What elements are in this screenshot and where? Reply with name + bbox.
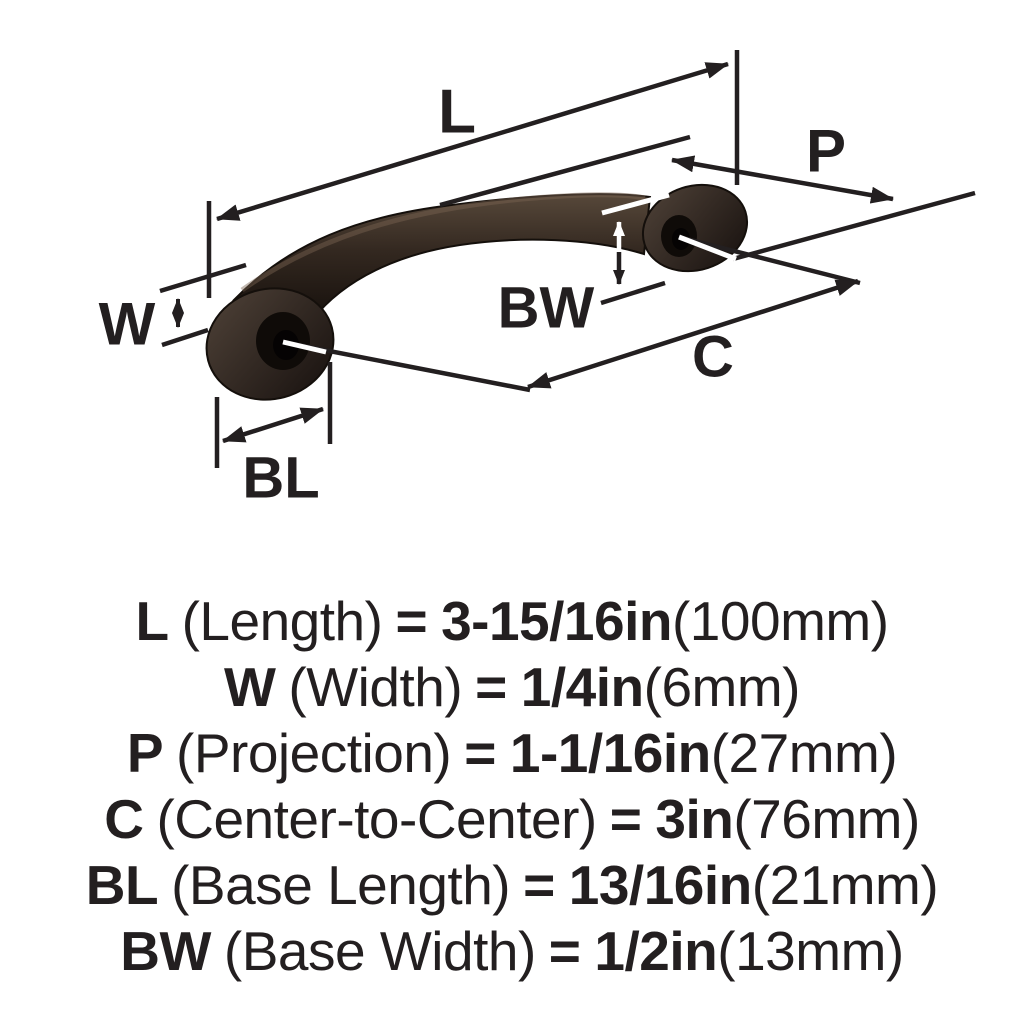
spec-row-width: W(Width)=1/4in(6mm) [0,654,1024,720]
spec-symbol: P [126,722,164,784]
spec-value: 1/2in [594,920,718,982]
spec-value: 3-15/16in [441,590,672,652]
bl-dimension-line [222,406,324,444]
spec-equals: = [464,722,496,784]
label-base-length: BL [242,446,319,511]
spec-symbol: C [104,788,144,850]
spec-row-center-to-center: C(Center-to-Center)=3in(76mm) [0,786,1024,852]
spec-name: (Projection) [176,722,452,784]
dimension-w [159,262,247,348]
label-center-to-center: C [692,325,734,390]
spec-name: (Length) [181,590,383,652]
spec-name: (Base Width) [223,920,536,982]
spec-metric: (27mm) [710,722,898,784]
dimension-labels: L P W BW C BL [99,78,846,511]
bw-tick-upper-white [601,192,670,216]
p-extension-upper [439,134,691,208]
spec-metric: (100mm) [671,590,889,652]
spec-name: (Center-to-Center) [156,788,597,850]
label-base-width: BW [498,276,595,341]
label-length: L [438,78,476,147]
spec-symbol: BL [85,854,159,916]
spec-equals: = [523,854,555,916]
spec-metric: (13mm) [717,920,904,982]
label-width: W [99,291,156,358]
spec-row-base-width: BW(Base Width)=1/2in(13mm) [0,918,1024,984]
c-leader-left-white [282,339,327,355]
c-leader-right-white [678,234,737,262]
label-projection: P [806,118,846,185]
spec-value: 3in [655,788,734,850]
spec-symbol: BW [120,920,211,982]
spec-row-base-length: BL(Base Length)=13/16in(21mm) [0,852,1024,918]
spec-equals: = [609,788,642,850]
c-leader-right [678,234,861,286]
spec-equals: = [548,920,581,982]
spec-equals: = [475,656,507,718]
spec-equals: = [395,590,428,652]
dimension-bl [214,362,333,468]
handle-diagram-svg: L P W BW C BL [99,50,976,511]
spec-name: (Width) [288,656,463,718]
spec-row-length: L(Length)=3-15/16in(100mm) [0,588,1024,654]
spec-symbol: W [224,656,276,718]
spec-metric: (76mm) [733,788,920,850]
c-dimension-line [527,278,859,390]
p-extension-lower [732,190,976,262]
spec-symbol: L [135,590,169,652]
dimension-p [439,134,976,262]
p-dimension-line [671,155,894,204]
spec-metric: (6mm) [643,656,801,718]
l-dimension-line [216,61,729,222]
dimension-spec-list: L(Length)=3-15/16in(100mm) W(Width)=1/4i… [0,588,1024,984]
bw-tick-lower [600,280,666,306]
spec-value: 13/16in [568,854,753,916]
spec-row-projection: P(Projection)=1-1/16in(27mm) [0,720,1024,786]
spec-value: 1-1/16in [509,722,711,784]
white-overlays [282,192,737,355]
spec-metric: (21mm) [751,854,939,916]
w-tick-lower [161,327,209,348]
spec-name: (Base Length) [171,854,511,916]
spec-value: 1/4in [520,656,644,718]
w-tick-upper [159,262,247,294]
